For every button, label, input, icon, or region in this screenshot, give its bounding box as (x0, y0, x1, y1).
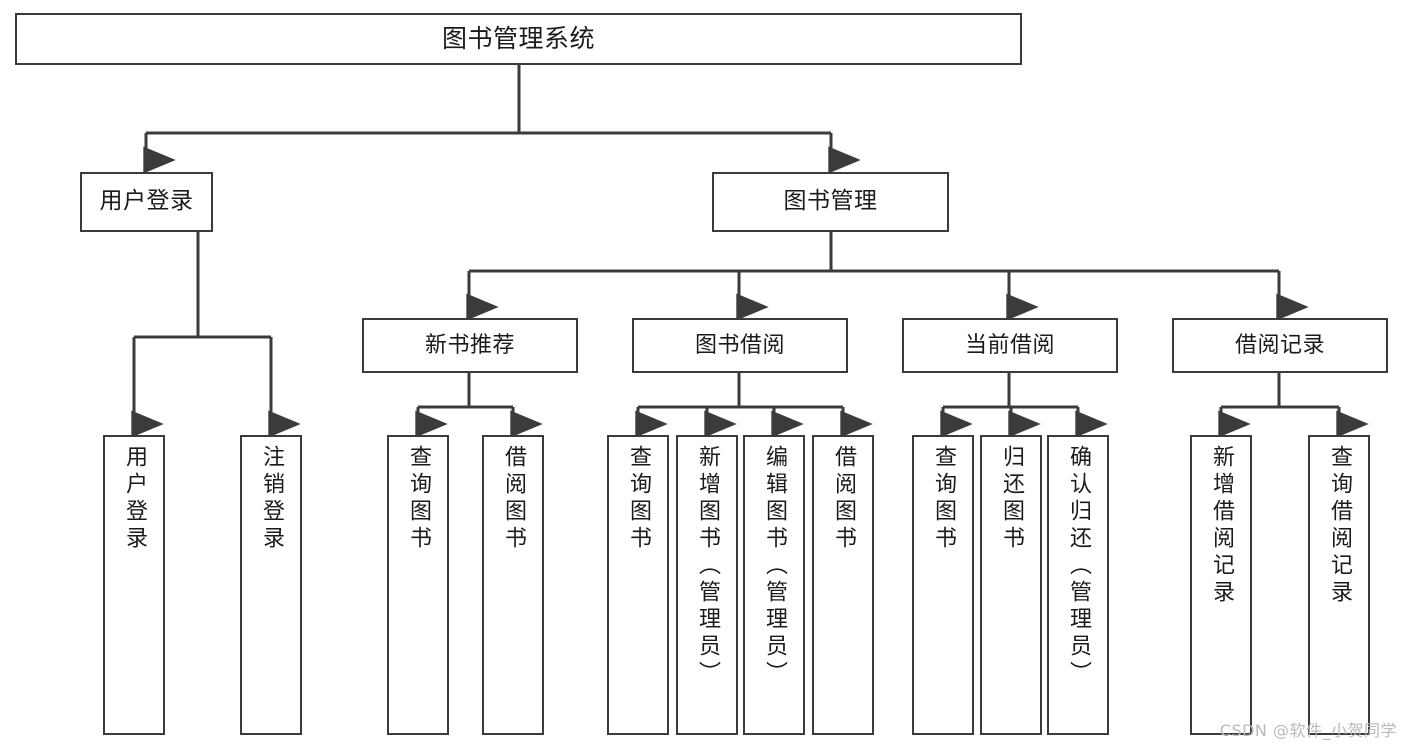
leaf-return-book[interactable]: 归还图书 (980, 435, 1042, 735)
leaf-borrow-book[interactable]: 借阅图书 (812, 435, 874, 735)
leaf-edit-book-admin[interactable]: 编辑图书（管理员） (743, 435, 805, 735)
node-label: 借阅记录 (1234, 332, 1325, 358)
leaf-query-book-borrow[interactable]: 查询图书 (607, 435, 669, 735)
leaf-query-book-recommend[interactable]: 查询图书 (387, 435, 449, 735)
leaf-user-login[interactable]: 用户登录 (103, 435, 165, 735)
node-label: 查询借阅记录 (1327, 445, 1352, 607)
node-label: 借阅图书 (831, 445, 856, 553)
leaf-add-book-admin[interactable]: 新增图书（管理员） (676, 435, 738, 735)
leaf-confirm-return-admin[interactable]: 确认归还（管理员） (1047, 435, 1109, 735)
node-new-book-recommend[interactable]: 新书推荐 (362, 318, 578, 373)
node-label: 当前借阅 (964, 332, 1055, 358)
node-label: 确认归还（管理员） (1066, 445, 1091, 688)
node-user-login[interactable]: 用户登录 (80, 172, 213, 232)
node-book-management-system[interactable]: 图书管理系统 (15, 13, 1022, 65)
leaf-borrow-book-recommend[interactable]: 借阅图书 (482, 435, 544, 735)
node-book-management[interactable]: 图书管理 (712, 172, 949, 232)
leaf-add-borrow-record[interactable]: 新增借阅记录 (1190, 435, 1252, 735)
node-label: 图书管理系统 (441, 24, 595, 54)
node-label: 新书推荐 (424, 332, 515, 358)
node-label: 新增借阅记录 (1209, 445, 1234, 607)
node-label: 查询图书 (931, 445, 956, 553)
node-book-borrow[interactable]: 图书借阅 (632, 318, 848, 373)
leaf-query-borrow-record[interactable]: 查询借阅记录 (1308, 435, 1370, 735)
node-borrow-record[interactable]: 借阅记录 (1172, 318, 1388, 373)
node-label: 用户登录 (99, 188, 194, 215)
node-label: 编辑图书（管理员） (762, 445, 787, 688)
leaf-query-book-current[interactable]: 查询图书 (912, 435, 974, 735)
leaf-logout[interactable]: 注销登录 (240, 435, 302, 735)
node-label: 借阅图书 (501, 445, 526, 553)
node-label: 注销登录 (259, 445, 284, 553)
node-label: 图书管理 (783, 188, 878, 215)
node-label: 新增图书（管理员） (695, 445, 720, 688)
node-label: 图书借阅 (694, 332, 785, 358)
node-label: 查询图书 (406, 445, 431, 553)
node-label: 查询图书 (626, 445, 651, 553)
node-label: 归还图书 (999, 445, 1024, 553)
node-label: 用户登录 (122, 445, 147, 553)
node-current-borrow[interactable]: 当前借阅 (902, 318, 1118, 373)
